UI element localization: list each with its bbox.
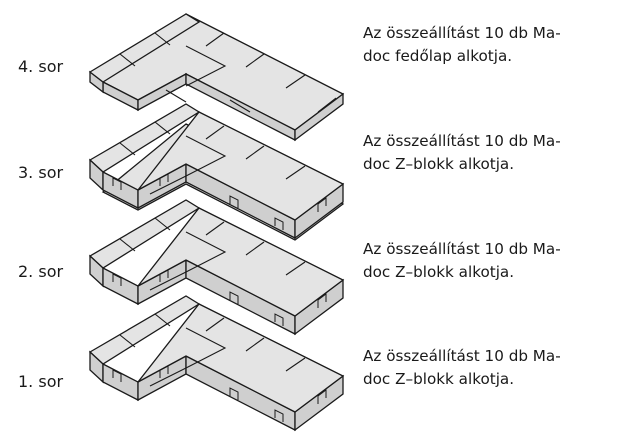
row-label-2: 2. sor bbox=[18, 262, 64, 281]
row-label-3: 3. sor bbox=[18, 163, 64, 182]
row-description-2-line2: doc Z–blokk alkotja. bbox=[363, 263, 515, 281]
row-description-4: Az összeállítást 10 db Ma- doc fedőlap a… bbox=[363, 22, 618, 68]
row-description-1-line1: Az összeállítást 10 db Ma- bbox=[363, 347, 561, 365]
row-description-4-line1: Az összeállítást 10 db Ma- bbox=[363, 24, 561, 42]
row-description-1: Az összeállítást 10 db Ma- doc Z–blokk a… bbox=[363, 345, 618, 391]
layer-4-cover-slabs bbox=[88, 13, 345, 142]
row-description-3-line2: doc Z–blokk alkotja. bbox=[363, 155, 515, 173]
row-label-1: 1. sor bbox=[18, 372, 64, 391]
row-description-1-line2: doc Z–blokk alkotja. bbox=[363, 370, 515, 388]
layer-3-z-blocks bbox=[88, 103, 345, 241]
row-description-2-line1: Az összeállítást 10 db Ma- bbox=[363, 240, 561, 258]
row-label-4: 4. sor bbox=[18, 57, 64, 76]
row-description-4-line2: doc fedőlap alkotja. bbox=[363, 47, 513, 65]
layer-2-z-blocks bbox=[88, 199, 345, 336]
row-description-2: Az összeállítást 10 db Ma- doc Z–blokk a… bbox=[363, 238, 618, 284]
layer-1-z-blocks bbox=[88, 295, 345, 432]
row-description-3: Az összeállítást 10 db Ma- doc Z–blokk a… bbox=[363, 130, 618, 176]
row-description-3-line1: Az összeállítást 10 db Ma- bbox=[363, 132, 561, 150]
